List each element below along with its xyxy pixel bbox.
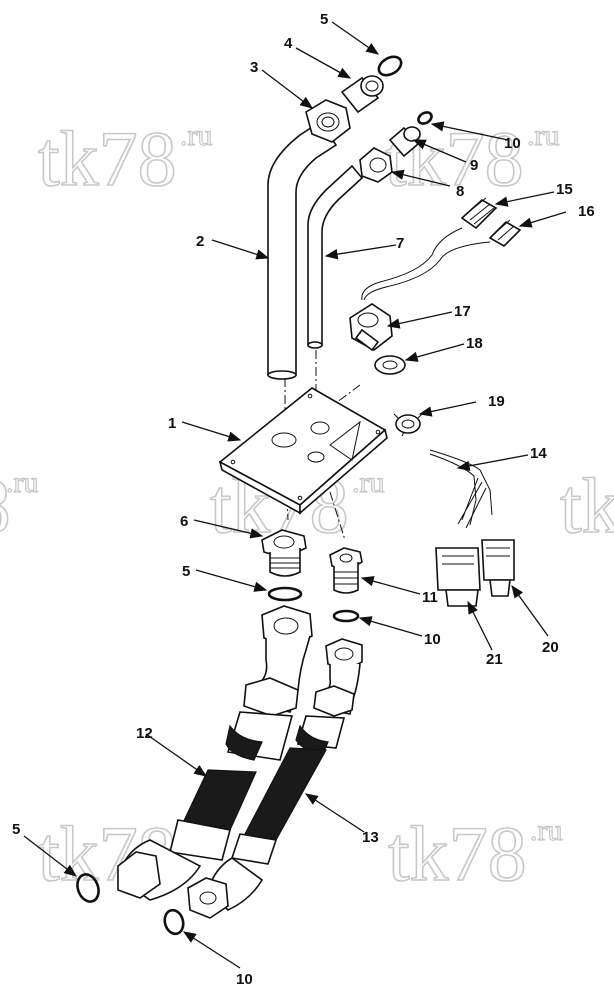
callout-12: 12 <box>136 725 153 742</box>
gland-washer <box>374 355 406 375</box>
callout-5-bottom: 5 <box>12 821 20 838</box>
connector-harness-top <box>361 197 522 301</box>
callout-2: 2 <box>196 233 204 250</box>
o-ring-small-top <box>417 111 433 125</box>
o-ring-small-bottom <box>163 908 185 936</box>
watermark-suffix-2: .ru <box>527 119 560 152</box>
callout-10-middle: 10 <box>424 631 441 648</box>
callout-7: 7 <box>396 235 404 252</box>
callout-10-top: 10 <box>504 135 521 152</box>
watermark-brand-7: tk78 <box>388 810 527 897</box>
small-nut <box>359 147 393 183</box>
callout-10-bottom: 10 <box>236 971 253 988</box>
callout-5-top: 5 <box>320 11 328 28</box>
wire-harness <box>429 449 493 529</box>
leader-lines <box>23 21 567 969</box>
large-adapter <box>340 75 384 114</box>
callout-20: 20 <box>542 639 559 656</box>
mounting-plate <box>218 387 388 515</box>
large-nut <box>305 99 351 143</box>
cable-gland <box>349 303 393 352</box>
callout-16: 16 <box>578 203 595 220</box>
callout-9: 9 <box>470 157 478 174</box>
o-ring-middle <box>267 586 303 602</box>
callout-3: 3 <box>250 59 258 76</box>
callout-18: 18 <box>466 335 483 352</box>
watermark-brand-4: tk78 <box>0 462 11 549</box>
callout-8: 8 <box>456 183 464 200</box>
small-fitting <box>329 547 363 594</box>
callout-4: 4 <box>284 35 293 52</box>
watermark-brand-1: tk78 <box>38 115 177 202</box>
watermark-suffix-1: .ru <box>180 119 213 152</box>
callout-14: 14 <box>530 445 547 462</box>
large-flex-hose <box>117 605 313 901</box>
callout-6: 6 <box>180 513 188 530</box>
o-ring-small-middle <box>332 609 360 623</box>
callout-11: 11 <box>422 589 438 606</box>
callout-19: 19 <box>488 393 505 410</box>
large-pipe <box>267 120 338 380</box>
callout-labels: 1 2 3 4 5 5 5 6 7 8 9 10 10 10 11 12 13 … <box>12 11 595 988</box>
callout-15: 15 <box>556 181 573 198</box>
watermark-suffix-3: .ru <box>352 466 385 499</box>
callout-5-middle: 5 <box>182 563 190 580</box>
watermark-suffix-7: .ru <box>530 814 563 847</box>
watermark-suffix-4: .ru <box>6 466 39 499</box>
large-fitting <box>261 529 307 577</box>
callout-13: 13 <box>362 829 379 846</box>
small-flex-hose <box>187 638 363 919</box>
callout-1: 1 <box>168 415 176 432</box>
o-ring-top <box>377 55 403 77</box>
callout-17: 17 <box>454 303 471 320</box>
connector-plugs-bottom <box>435 539 515 607</box>
o-ring-bottom <box>76 873 100 903</box>
gland-nut <box>393 413 423 437</box>
small-pipe <box>307 164 364 349</box>
callout-21: 21 <box>486 651 503 668</box>
watermark-brand-5: tk78 <box>560 462 614 549</box>
